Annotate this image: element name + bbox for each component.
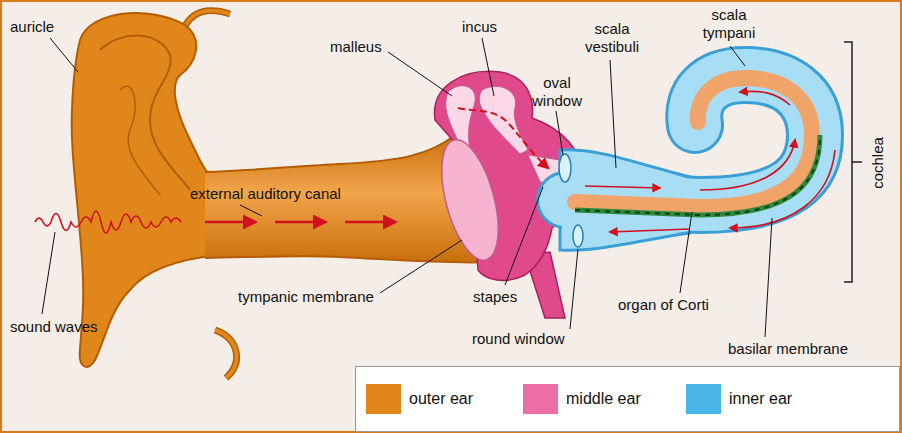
part-label: tympanic membrane [238, 288, 374, 306]
region-label: cochlea [869, 137, 887, 189]
fluid-arrow [740, 91, 790, 105]
leader-line [505, 187, 543, 285]
leader-line [556, 111, 563, 155]
oval-window-shape [559, 154, 571, 182]
part-label: stapes [473, 288, 517, 306]
leader-lines [42, 38, 772, 337]
part-label: malleus [330, 38, 382, 56]
auricle-fold [100, 36, 190, 190]
sound-arrow [275, 221, 325, 224]
leader-line [380, 240, 462, 293]
basilar-membrane-line [575, 135, 820, 215]
leader-line [680, 212, 692, 293]
leader-line [240, 205, 262, 216]
canal-edge [205, 135, 455, 172]
leader-line [50, 38, 78, 72]
part-label: external auditory canal [190, 185, 341, 203]
part-label: scala vestibuli [572, 20, 652, 56]
legend-text: outer ear [409, 389, 473, 409]
fluid-arrow [610, 229, 690, 232]
part-label: round window [472, 330, 565, 348]
leader-line [765, 218, 772, 337]
canal-edge [205, 256, 490, 262]
leader-line [730, 46, 745, 66]
leader-line [610, 60, 616, 168]
leader-line [388, 52, 452, 96]
tympanic-membrane-shape [431, 134, 509, 266]
round-window-shape [573, 225, 583, 247]
part-label: incus [462, 18, 497, 36]
part-label: basilar membrane [728, 340, 848, 358]
sound-arrow [345, 221, 395, 224]
part-label: sound waves [10, 318, 98, 336]
part-label: scala tympani [693, 6, 765, 42]
legend-swatch [523, 384, 558, 414]
sound-arrow [205, 221, 255, 224]
lobe-hook [215, 330, 237, 378]
basilar-membrane-line [575, 135, 820, 215]
auricle-fold [120, 86, 160, 195]
legend-swatch [366, 384, 401, 414]
legend-text: inner ear [729, 389, 792, 409]
leader-line [42, 232, 55, 314]
fluid-arrow [585, 186, 660, 188]
lobe-hook [215, 330, 237, 378]
cochlea-bracket [844, 42, 862, 282]
leader-line [482, 38, 494, 96]
legend-text: middle ear [566, 389, 641, 409]
part-label: auricle [10, 18, 54, 36]
part-label: organ of Corti [618, 296, 709, 314]
leader-line [570, 249, 578, 329]
sound-wave [35, 211, 181, 233]
part-label: oval window [526, 74, 588, 110]
cochlear-duct [575, 78, 812, 207]
fluid-arrow [730, 150, 835, 228]
fluid-arrow [700, 140, 795, 190]
legend-swatch [686, 384, 721, 414]
legend-box: outer ear middle ear inner ear [355, 366, 900, 432]
